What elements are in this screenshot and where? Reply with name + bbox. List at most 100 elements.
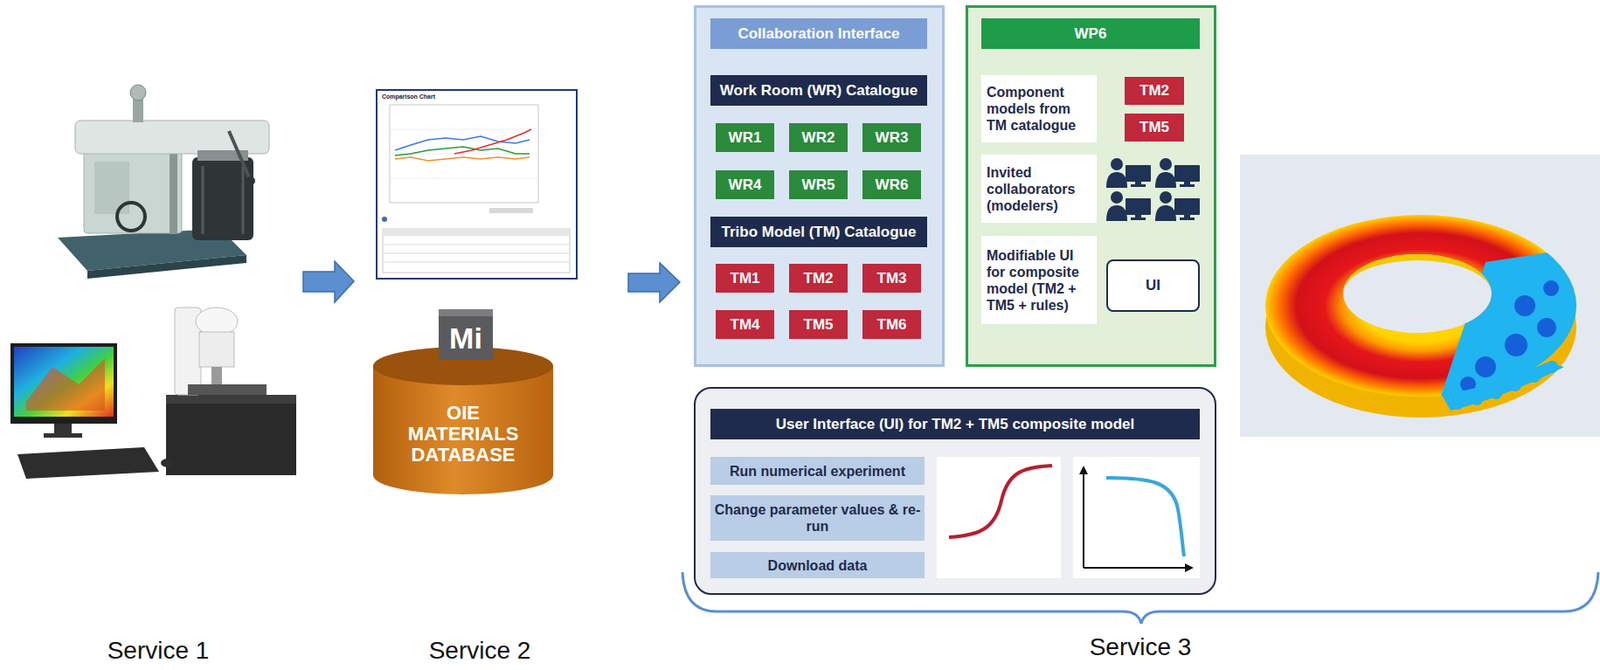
tribo-model-button: TM2 xyxy=(1124,76,1185,105)
catalogue-bar: Tribo Model (TM) Catalogue xyxy=(710,216,928,248)
box-label: WR2 xyxy=(802,129,836,147)
profilometer-photo xyxy=(199,332,235,368)
collaborator-icons xyxy=(1110,191,1123,204)
profilometer-photo xyxy=(166,394,297,476)
torus-simulation xyxy=(1514,295,1536,317)
profilometer-photo xyxy=(43,433,83,438)
collaborator-icons xyxy=(1155,191,1200,222)
panel-header: Collaboration Interface xyxy=(710,18,928,49)
collaborator-icons xyxy=(1110,158,1123,171)
box-label: Work Room (WR) Catalogue xyxy=(720,82,918,100)
torus-simulation xyxy=(1343,254,1492,333)
panel-header: User Interface (UI) for TM2 + TM5 compos… xyxy=(710,408,1200,440)
ui-box: UI xyxy=(1106,259,1200,312)
profilometer-photo xyxy=(10,307,297,479)
chart-screenshot xyxy=(394,157,530,161)
result-plots xyxy=(1106,477,1185,557)
box-label: Run numerical experiment xyxy=(729,463,906,480)
collaborator-icons xyxy=(1106,158,1151,188)
torus-simulation xyxy=(1239,154,1600,437)
result-plots xyxy=(1083,567,1187,569)
flow-arrow xyxy=(628,263,680,303)
work-room-button: WR5 xyxy=(789,170,848,200)
box-label: WR5 xyxy=(802,176,836,194)
tribometer-photo xyxy=(246,176,256,186)
box-label: WR6 xyxy=(875,176,909,194)
tribometer-photo xyxy=(130,84,146,101)
chart-title: Comparison Chart xyxy=(381,92,505,102)
torus-simulation xyxy=(1475,356,1497,378)
result-plots xyxy=(948,465,1053,538)
database-label: OIE MATERIALS DATABASE xyxy=(397,402,529,466)
torus-simulation xyxy=(1433,244,1600,420)
profilometer-photo xyxy=(211,367,222,385)
collaborator-icons xyxy=(1174,198,1200,215)
collaboration-panel: Collaboration InterfaceWork Room (WR) Ca… xyxy=(693,5,945,368)
collaborator-icons xyxy=(1155,205,1177,222)
tribometer-photo xyxy=(87,255,247,279)
collaborator-icons xyxy=(1179,217,1195,221)
box-label: WR1 xyxy=(728,129,762,147)
chart-screenshot xyxy=(376,90,577,279)
tribometer-photo xyxy=(57,84,270,279)
chart-screenshot xyxy=(394,146,530,156)
profilometer-photo xyxy=(187,384,267,395)
work-room-button: WR1 xyxy=(715,123,775,153)
service-label: Service 1 xyxy=(70,636,246,666)
torus-simulation xyxy=(1239,154,1600,437)
chart-screenshot xyxy=(382,244,570,246)
profilometer-photo xyxy=(10,343,118,424)
collaborator-icons xyxy=(1159,191,1172,204)
torus-simulation xyxy=(1451,397,1464,410)
box-label: Modifiable UI for composite model (TM2 +… xyxy=(986,247,1092,314)
box-label: Change parameter values & re-run xyxy=(713,501,922,535)
box-label: Download data xyxy=(768,557,868,575)
torus-simulation xyxy=(1504,333,1528,357)
box-label: WR3 xyxy=(875,129,909,147)
catalogue-bar: Work Room (WR) Catalogue xyxy=(710,75,928,106)
torus-simulation xyxy=(1433,244,1600,420)
collaborator-icons xyxy=(1106,191,1151,222)
chart-screenshot xyxy=(454,129,532,154)
box-label: Component models from TM catalogue xyxy=(986,83,1092,134)
user-interface-panel: User Interface (UI) for TM2 + TM5 compos… xyxy=(693,387,1217,596)
result-plots xyxy=(936,457,1061,579)
service-label: Service 3 xyxy=(1052,632,1228,663)
action-button: Run numerical experiment xyxy=(710,457,925,485)
tribometer-photo xyxy=(117,202,146,231)
profilometer-photo xyxy=(17,447,160,479)
collaborator-icons xyxy=(1125,198,1151,215)
work-room-button: WR3 xyxy=(862,123,922,153)
cylinder-outline xyxy=(373,366,554,495)
chart-screenshot xyxy=(382,228,570,236)
tribo-model-button: TM4 xyxy=(715,310,775,340)
profilometer-photo xyxy=(13,346,114,417)
box-label: UI xyxy=(1145,277,1161,295)
chart-screenshot xyxy=(376,90,577,279)
torus-simulation xyxy=(1509,379,1522,392)
tribo-model-button: TM2 xyxy=(789,263,848,293)
work-room-button: WR2 xyxy=(789,123,848,153)
torus-simulation xyxy=(1528,370,1541,383)
tribo-model-button: TM5 xyxy=(789,310,848,340)
collaborator-icons xyxy=(1106,205,1128,222)
chart-screenshot xyxy=(389,178,539,180)
chart-screenshot xyxy=(382,253,570,255)
tribo-model-button: TM1 xyxy=(715,263,775,293)
database-cylinder: OIE MATERIALS DATABASE xyxy=(373,346,554,495)
torus-simulation xyxy=(1545,360,1559,374)
box-label: TM2 xyxy=(803,270,834,288)
logo-badge: Mi xyxy=(438,309,493,361)
service-label: Service 2 xyxy=(392,636,568,666)
torus-simulation xyxy=(1489,387,1503,400)
collaborator-icons xyxy=(1130,217,1146,221)
chart-screenshot xyxy=(389,104,539,203)
box-label: TM3 xyxy=(877,270,908,288)
tribo-model-button: TM3 xyxy=(862,263,922,293)
collaborator-icons xyxy=(1155,158,1200,188)
collaborator-icons xyxy=(1174,165,1200,182)
torus-simulation xyxy=(1470,393,1483,406)
torus-simulation xyxy=(1343,254,1492,294)
profilometer-photo xyxy=(160,458,175,468)
tribo-model-button: TM5 xyxy=(1124,113,1185,142)
